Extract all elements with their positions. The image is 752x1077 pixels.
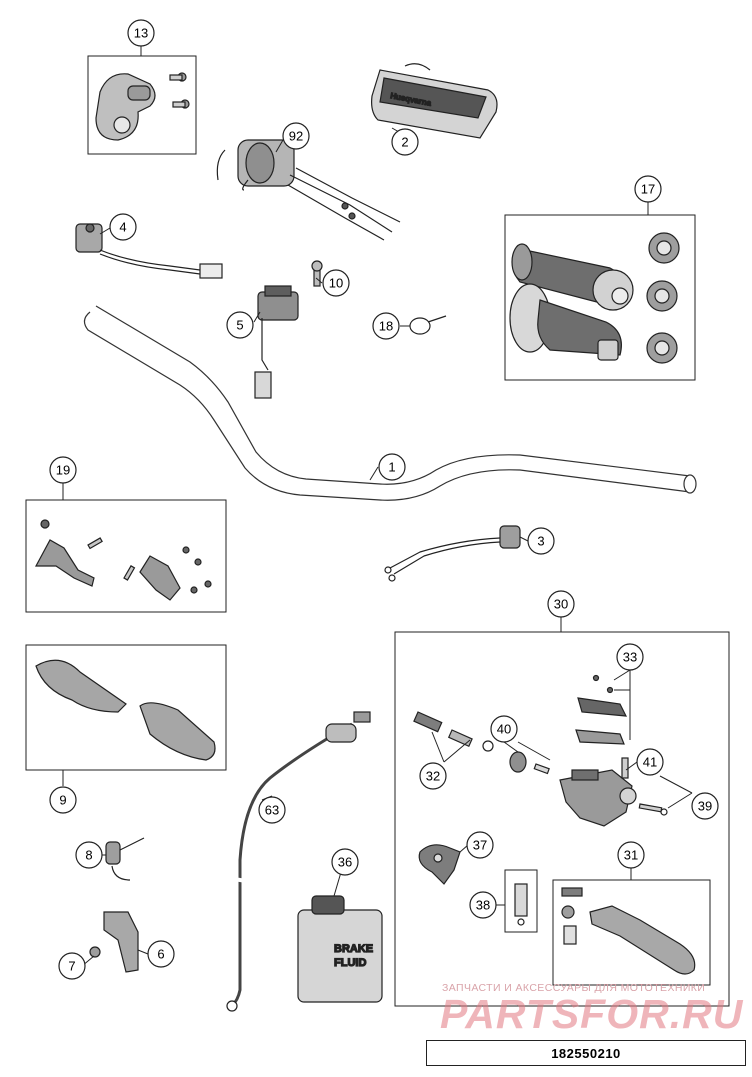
- svg-text:38: 38: [476, 898, 490, 913]
- svg-text:41: 41: [643, 755, 657, 770]
- callout-c10: 10: [322, 269, 350, 297]
- svg-text:2: 2: [401, 135, 408, 150]
- svg-text:7: 7: [68, 959, 75, 974]
- callout-c39: 39: [691, 792, 719, 820]
- watermark-caption: ЗАПЧАСТИ И АКСЕССУАРЫ ДЛЯ МОТОТЕХНИКИ: [442, 982, 706, 994]
- svg-text:40: 40: [497, 722, 511, 737]
- drawing-number: 182550210: [426, 1040, 746, 1066]
- callout-c6: 6: [147, 940, 175, 968]
- svg-text:3: 3: [537, 534, 544, 549]
- callout-c63: 63: [258, 796, 286, 824]
- part-4-stop-switch: [75, 223, 223, 279]
- part-2-bar-pad: Husqvarna: [371, 63, 498, 139]
- part-32-piston-kit: [413, 711, 494, 752]
- part-41-pin: [621, 757, 629, 779]
- callout-c13: 13: [127, 19, 155, 47]
- callout-c2: 2: [391, 128, 419, 156]
- svg-text:5: 5: [236, 318, 243, 333]
- svg-text:8: 8: [85, 848, 92, 863]
- svg-text:39: 39: [698, 799, 712, 814]
- svg-text:6: 6: [157, 947, 164, 962]
- callout-c7: 7: [58, 952, 86, 980]
- callout-c5: 5: [226, 311, 254, 339]
- svg-text:4: 4: [119, 220, 126, 235]
- svg-text:1: 1: [388, 460, 395, 475]
- group-box-13: [87, 55, 197, 155]
- leader-lines: [62, 46, 693, 967]
- watermark-logo: PARTSFOR.RU: [440, 991, 744, 1037]
- part-8-sensor: [105, 837, 145, 881]
- svg-text:31: 31: [624, 848, 638, 863]
- svg-text:30: 30: [554, 597, 568, 612]
- part-master-cylinder: [559, 769, 637, 827]
- callout-c32: 32: [419, 762, 447, 790]
- callout-c92: 92: [282, 122, 310, 150]
- svg-text:36: 36: [338, 855, 352, 870]
- part-17-grip-set: [509, 232, 680, 364]
- callout-c40: 40: [490, 715, 518, 743]
- part-33-reservoir-cover: [575, 674, 628, 745]
- part-1-handlebar: [83, 305, 697, 501]
- callout-c41: 41: [636, 748, 664, 776]
- svg-text:FLUID: FLUID: [334, 957, 366, 969]
- part-19-lever-brackets: [34, 519, 212, 601]
- callout-c38: 38: [469, 891, 497, 919]
- callout-c17: 17: [634, 175, 662, 203]
- svg-text:37: 37: [473, 838, 487, 853]
- part-3-clutch-switch: [384, 525, 521, 582]
- callout-c31: 31: [617, 841, 645, 869]
- group-box-9: [25, 644, 227, 771]
- callout-c30: 30: [547, 590, 575, 618]
- svg-text:9: 9: [59, 793, 66, 808]
- part-6-bracket: [103, 911, 139, 973]
- part-39-bolt: [638, 803, 668, 816]
- part-38-sleeve: [514, 883, 528, 926]
- svg-text:10: 10: [329, 276, 343, 291]
- group-box-38: [504, 869, 538, 933]
- part-36-brake-fluid-can: BRAKE FLUID: [297, 895, 383, 1003]
- svg-text:13: 13: [134, 26, 148, 41]
- svg-text:32: 32: [426, 769, 440, 784]
- group-box-19: [25, 499, 227, 613]
- callout-c8: 8: [75, 841, 103, 869]
- callout-c9: 9: [49, 786, 77, 814]
- callout-c18: 18: [372, 312, 400, 340]
- svg-text:BRAKE: BRAKE: [334, 943, 373, 955]
- callout-c4: 4: [109, 213, 137, 241]
- callout-c3: 3: [527, 527, 555, 555]
- part-10-bolt: [311, 260, 323, 287]
- callout-c33: 33: [616, 643, 644, 671]
- callout-c1: 1: [378, 453, 406, 481]
- svg-text:17: 17: [641, 182, 655, 197]
- part-7-screw: [89, 946, 101, 958]
- part-37-lever-cover: [418, 844, 461, 885]
- group-box-30: [394, 631, 730, 1007]
- part-5-handlebar-switch: [254, 285, 299, 399]
- group-box-17: [504, 214, 696, 381]
- svg-text:18: 18: [379, 319, 393, 334]
- part-63-brake-line: [226, 711, 371, 1012]
- callout-c36: 36: [331, 848, 359, 876]
- part-31-brake-lever: [561, 887, 696, 975]
- part-9-hand-guards: [35, 659, 216, 761]
- svg-text:33: 33: [623, 650, 637, 665]
- part-92-throttle-cables: [216, 139, 401, 241]
- callout-c19: 19: [49, 456, 77, 484]
- callout-c37: 37: [466, 831, 494, 859]
- part-13-throttle-housing: [95, 72, 190, 141]
- svg-text:19: 19: [56, 463, 70, 478]
- part-40-seals: [509, 751, 550, 775]
- svg-text:92: 92: [289, 129, 303, 144]
- svg-text:63: 63: [265, 803, 279, 818]
